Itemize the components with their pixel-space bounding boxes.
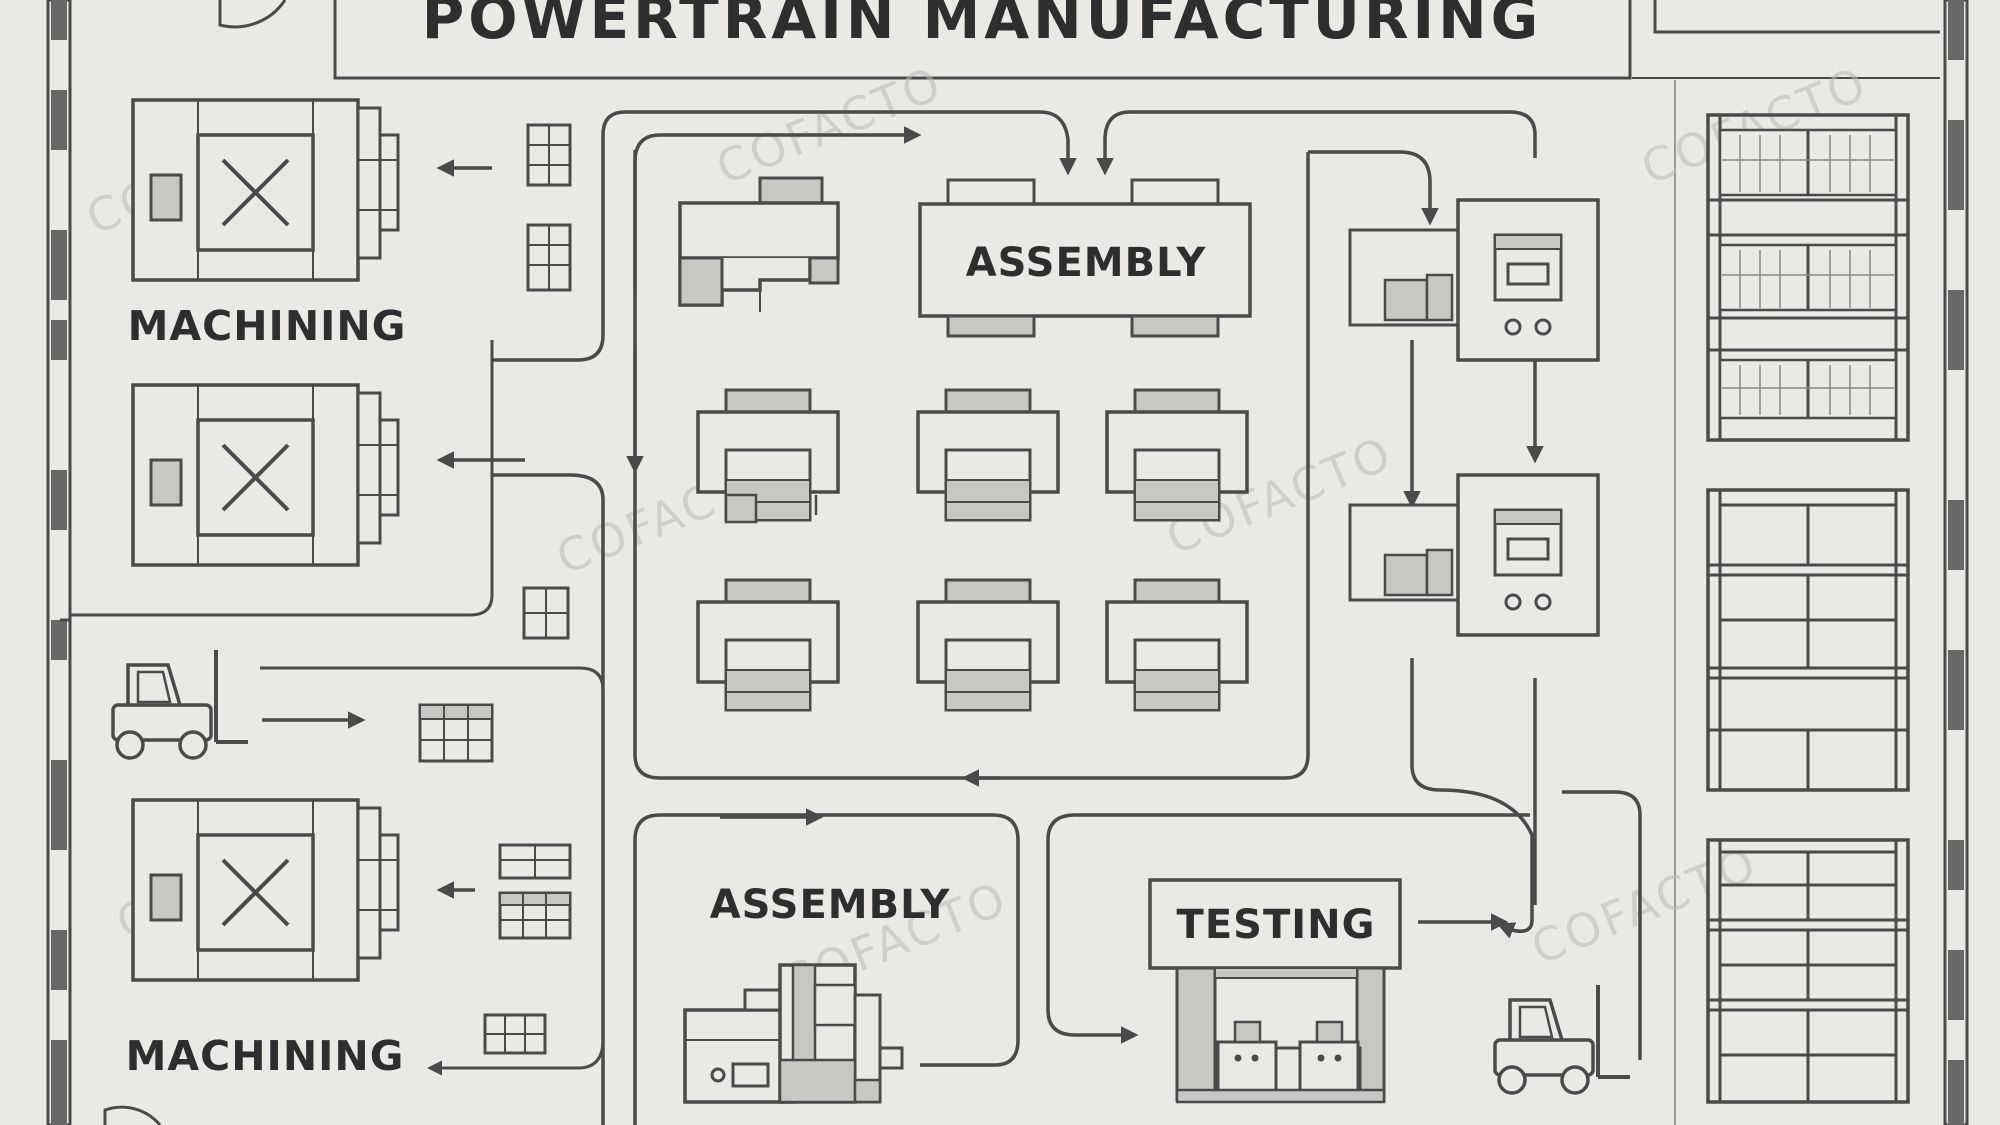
- machining-center-3: [131, 798, 400, 982]
- machining-zone-bottom: MACHINING: [111, 648, 572, 1080]
- material-flow-paths: [436, 110, 1642, 1125]
- top-right-box: [1653, 0, 1940, 34]
- right-wall: [1943, 0, 1969, 1125]
- door-top: [218, 0, 287, 29]
- storage-rack-3: [1706, 838, 1910, 1104]
- assembly-fixture: [678, 176, 840, 312]
- title-box: [333, 0, 1632, 80]
- door-bottom: [103, 1105, 162, 1125]
- zone-label-assembly-bottom: ASSEMBLY: [710, 882, 951, 928]
- storage-rack-1: [1706, 113, 1910, 442]
- zone-label-assembly-top: ASSEMBLY: [966, 240, 1207, 286]
- assembly-zone-top: ASSEMBLY: [633, 150, 1310, 787]
- station-feet: [724, 493, 818, 524]
- zone-label-machining-bottom: MACHINING: [126, 1032, 405, 1080]
- left-wall: [46, 0, 72, 1125]
- testing-station: TESTING: [1148, 878, 1402, 1104]
- parts-bin: [522, 123, 572, 640]
- assembly-table: ASSEMBLY: [918, 178, 1252, 338]
- machining-zone-top: MACHINING: [128, 98, 572, 640]
- zone-label-machining-top: MACHINING: [128, 302, 407, 350]
- zone-label-testing: TESTING: [1177, 902, 1376, 948]
- page-title: POWERTRAIN MANUFACTURING: [422, 0, 1543, 52]
- material-pallet: [418, 703, 494, 763]
- stacked-pallets: [483, 843, 572, 1055]
- storage-rack-2: [1706, 488, 1910, 792]
- machining-center-1: [131, 98, 400, 282]
- machining-center-2: [131, 383, 400, 567]
- assembly-machine: [683, 963, 904, 1104]
- assembly-zone-bottom: ASSEMBLY: [683, 882, 951, 1104]
